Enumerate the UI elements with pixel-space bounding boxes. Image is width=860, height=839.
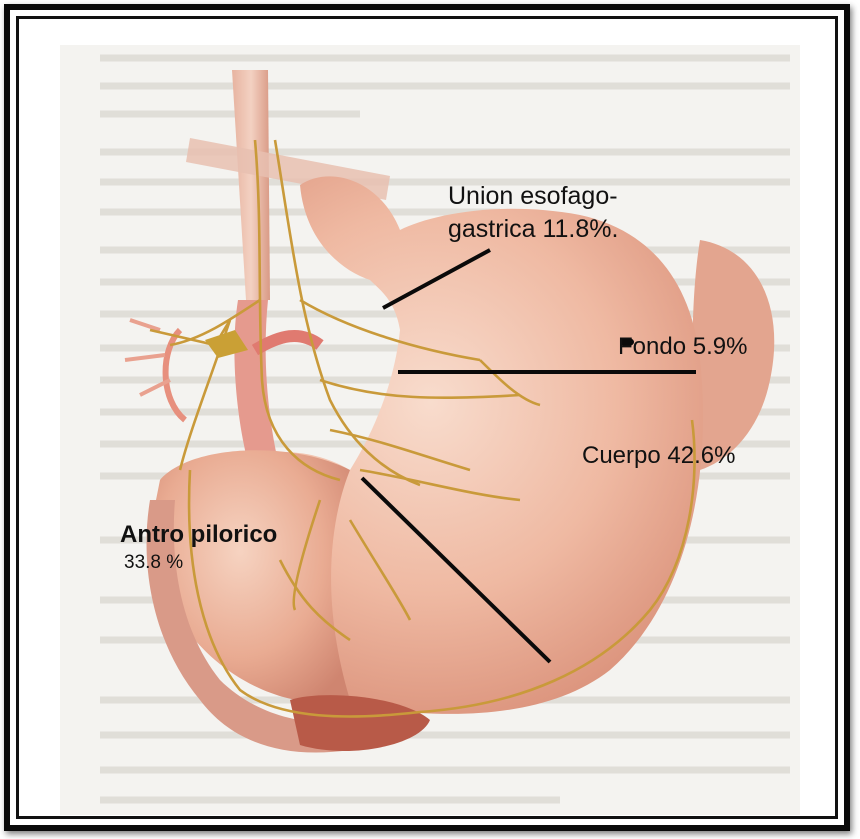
label-antro-pilorico: Antro pilorico: [120, 521, 277, 549]
label-fondo: Fondo 5.9%: [618, 333, 747, 361]
label-cuerpo: Cuerpo 42.6%: [582, 442, 735, 470]
label-union-line2: gastrica 11.8%.: [448, 213, 618, 246]
label-union-line1: Union esofago-: [448, 180, 618, 213]
label-union-esofago-gastrica: Union esofago- gastrica 11.8%.: [448, 180, 618, 246]
label-antro-percentage: 33.8 %: [124, 552, 183, 574]
